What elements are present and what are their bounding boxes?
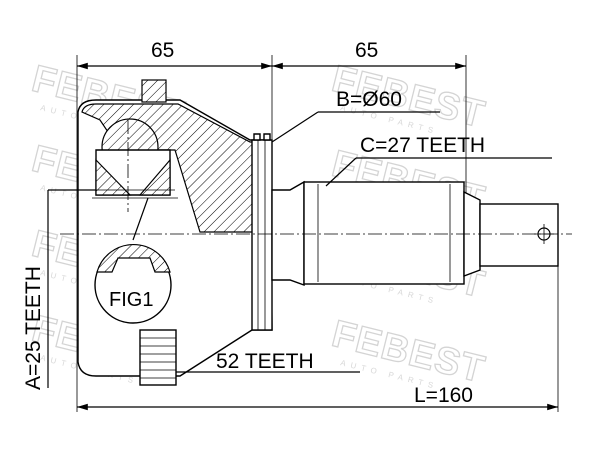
outer-teeth-label: C=27 TEETH <box>360 134 485 157</box>
stub-shaft <box>271 180 559 286</box>
total-length-label: L=160 <box>414 384 473 407</box>
centerlines <box>60 120 572 235</box>
diameter-label: B=Ø60 <box>336 88 402 111</box>
fig1-detail: FIG1 <box>94 197 172 324</box>
top-dimension-right: 65 <box>272 39 466 70</box>
dim-right-length: 65 <box>355 39 378 62</box>
inner-teeth-callout: A=25 TEETH <box>22 189 96 390</box>
dim-left-length: 65 <box>151 39 174 62</box>
outer-teeth-callout: C=27 TEETH <box>325 134 552 187</box>
total-length-dimension: L=160 <box>77 384 558 411</box>
diameter-callout: B=Ø60 <box>271 88 440 143</box>
fig1-label: FIG1 <box>109 289 153 311</box>
top-dimension-left: 65 <box>77 39 272 70</box>
abs-ring: 52 TEETH <box>139 329 360 386</box>
inner-race <box>92 118 178 199</box>
abs-teeth-label: 52 TEETH <box>216 350 314 373</box>
inner-teeth-label: A=25 TEETH <box>22 266 45 390</box>
